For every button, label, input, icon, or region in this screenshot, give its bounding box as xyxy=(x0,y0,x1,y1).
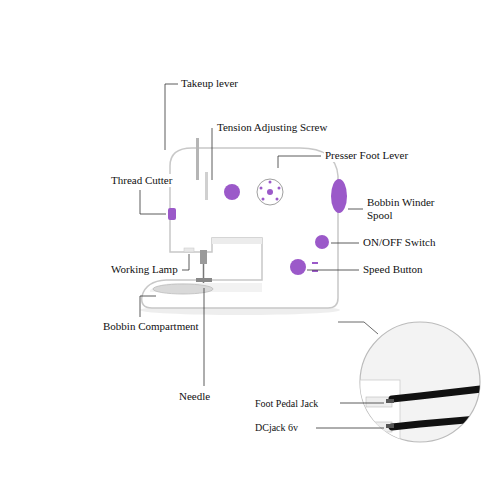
part-label: Working Lamp xyxy=(110,263,179,276)
spool-pin xyxy=(196,138,199,180)
speed-button xyxy=(290,259,306,275)
part-label: Bobbin Compartment xyxy=(102,320,200,333)
leader-line xyxy=(140,190,166,214)
part-label: Takeup lever xyxy=(180,77,239,90)
leader-line xyxy=(331,243,359,244)
presser-foot xyxy=(196,278,212,282)
leader-line xyxy=(316,428,384,429)
needle-bar xyxy=(200,250,207,264)
part-label: Presser Foot Lever xyxy=(324,149,409,162)
leader-line xyxy=(212,128,213,180)
jack-closeup xyxy=(360,380,490,450)
thread-cutter xyxy=(168,208,176,220)
part-label: Needle xyxy=(178,390,211,403)
leader-line xyxy=(340,403,384,404)
tension-knob xyxy=(224,184,240,200)
handwheel xyxy=(331,179,347,213)
leader-line xyxy=(182,254,189,270)
leader-line xyxy=(278,156,321,168)
leader-line xyxy=(140,296,156,317)
part-label: DCjack 6v xyxy=(254,421,299,434)
part-label: ON/OFF Switch xyxy=(362,236,436,249)
part-label: Thread Cutter xyxy=(110,174,173,187)
machine-body xyxy=(142,148,338,308)
arm-shade xyxy=(212,238,262,244)
on-off-switch xyxy=(315,235,329,249)
part-label: Speed Button xyxy=(362,263,424,276)
takeup-slot xyxy=(205,172,208,200)
part-label: Bobbin Winder Spool xyxy=(366,196,442,222)
stitch-dial xyxy=(257,179,283,205)
inset-leader xyxy=(338,322,378,334)
leader-line xyxy=(307,270,359,271)
leader-line xyxy=(165,84,178,150)
leader-lines xyxy=(140,84,384,428)
leader-line xyxy=(348,209,363,210)
lamp xyxy=(184,248,194,252)
leader-line xyxy=(204,288,205,386)
part-label: Tension Adjusting Screw xyxy=(216,121,328,134)
part-label: Foot Pedal Jack xyxy=(254,397,319,410)
